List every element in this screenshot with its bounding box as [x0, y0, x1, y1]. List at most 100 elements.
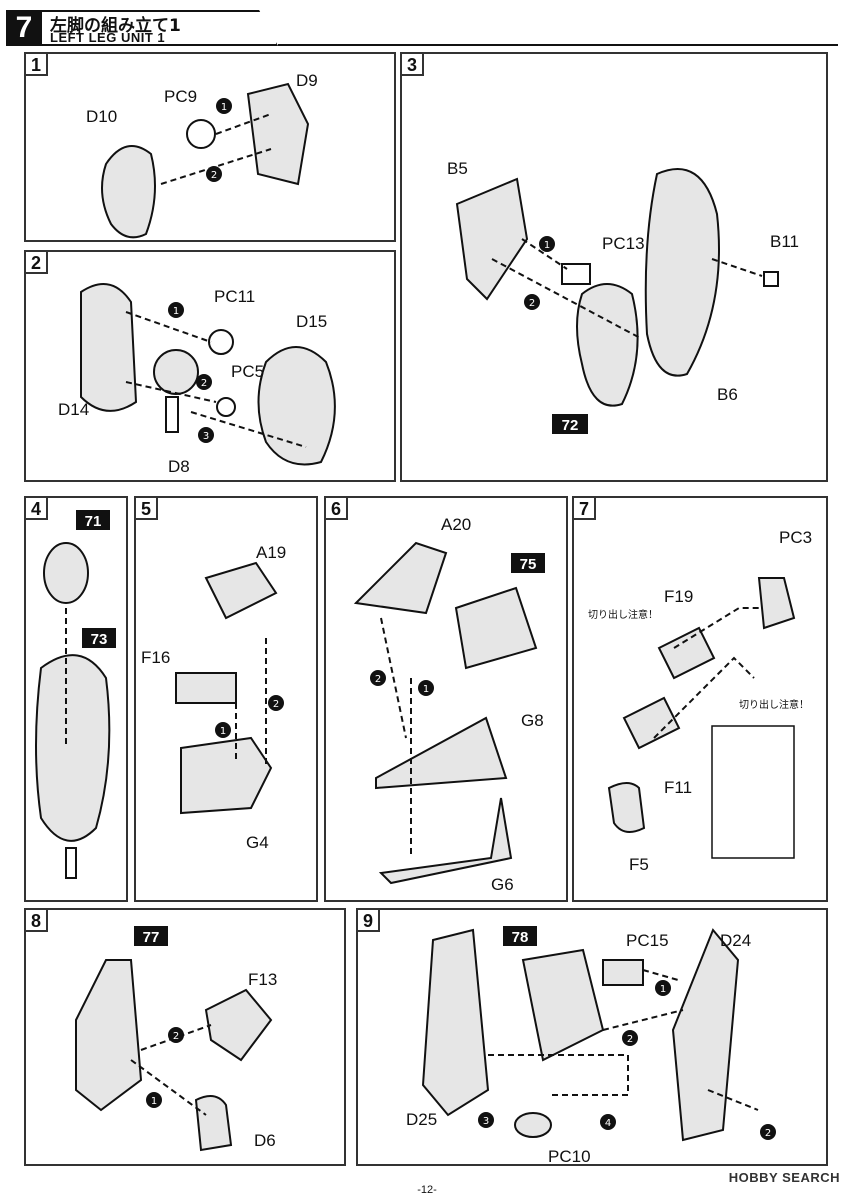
- order-2: 2: [375, 674, 381, 685]
- label-pc15: PC15: [626, 931, 669, 950]
- step-8-diagram: 77 F13 D6 1 2: [75, 926, 277, 1152]
- step-number: 7: [572, 496, 596, 520]
- shin-armor-part: [101, 145, 156, 239]
- order-3: 3: [203, 431, 209, 442]
- ref-73: 73: [91, 631, 108, 648]
- page-number: -12-: [417, 1184, 437, 1196]
- label-pc13: PC13: [602, 234, 645, 253]
- cut-warning-2: 切り出し注意！: [739, 698, 809, 711]
- label-a20: A20: [441, 515, 471, 534]
- label-pc5: PC5: [231, 362, 264, 381]
- label-f19: F19: [664, 587, 693, 606]
- order-1: 1: [221, 102, 227, 113]
- label-d10: D10: [86, 107, 117, 126]
- knee-assembly: [43, 542, 89, 604]
- step-4-panel: 4 71 73: [24, 496, 128, 902]
- order-2: 2: [201, 378, 207, 389]
- label-d6: D6: [254, 1131, 276, 1150]
- piston-part: [607, 782, 646, 833]
- step-number: 9: [356, 908, 380, 932]
- joint-part: [757, 577, 796, 630]
- label-a19: A19: [256, 543, 286, 562]
- joint-block-part: [175, 672, 237, 704]
- ref-75: 75: [520, 556, 537, 573]
- step-4-diagram: 71 73: [35, 510, 116, 879]
- step-3-panel: 3 B5 PC13 B11 B6 72 1 2: [400, 52, 828, 482]
- order-2: 2: [211, 170, 217, 181]
- link-part: [622, 696, 681, 750]
- order-1: 1: [660, 984, 666, 995]
- label-g6: G6: [491, 875, 514, 894]
- order-1: 1: [220, 726, 226, 737]
- pc-joint-part: [186, 119, 216, 149]
- label-pc3: PC3: [779, 528, 812, 547]
- step-1-panel: 1 D10 PC9 D9 1 2: [24, 52, 396, 242]
- label-f5: F5: [629, 855, 649, 874]
- order-1: 1: [151, 1096, 157, 1107]
- step-number: 6: [324, 496, 348, 520]
- label-b5: B5: [447, 159, 468, 178]
- order-2b: 2: [765, 1128, 771, 1139]
- order-2: 2: [529, 298, 535, 309]
- order-4: 4: [605, 1118, 611, 1129]
- outer-shell-part: [644, 168, 720, 377]
- label-f13: F13: [248, 970, 277, 989]
- order-1: 1: [173, 306, 179, 317]
- step-1-diagram: D10 PC9 D9 1 2: [86, 71, 318, 239]
- order-2: 2: [273, 699, 279, 710]
- label-d9: D9: [296, 71, 318, 90]
- step-3-diagram: B5 PC13 B11 B6 72 1 2: [447, 159, 799, 434]
- step-number: 8: [24, 908, 48, 932]
- step-number: 4: [24, 496, 48, 520]
- step-7-diagram: PC3 F19 F11 F5 切り出し注意！ 切り出し注意！: [588, 528, 812, 874]
- pc-part: [602, 959, 644, 986]
- inner-frame-part: [80, 283, 138, 412]
- label-d24: D24: [720, 931, 751, 950]
- label-b6: B6: [717, 385, 738, 404]
- pc-ball-part: [514, 1112, 552, 1138]
- step-9-diagram: 78 PC15 D24 D25 PC10 1 2 2 3 4: [406, 926, 776, 1164]
- frame-part: [180, 736, 273, 815]
- calf-inner-part: [576, 283, 639, 407]
- sole-part: [378, 797, 513, 885]
- toe-cover-part: [353, 541, 448, 615]
- header-rule: [278, 44, 838, 46]
- joint-part: [153, 349, 199, 395]
- section-number: 7: [6, 10, 42, 46]
- step-7-panel: 7 PC3 F19 F11 F5 切り出し注意！ 切り出し注意！: [572, 496, 828, 902]
- label-b11: B11: [770, 232, 799, 251]
- section-title-jp: 左脚の組み立て1: [50, 16, 181, 36]
- section-title-en: LEFT LEG UNIT 1: [50, 30, 166, 45]
- label-d14: D14: [58, 400, 89, 419]
- detail-inset: [711, 725, 795, 859]
- ref-77: 77: [143, 929, 160, 946]
- frame-base-part: [421, 928, 490, 1117]
- knee-part: [246, 82, 310, 186]
- shin-frame-part: [671, 928, 740, 1142]
- order-1: 1: [423, 684, 429, 695]
- step-number: 3: [400, 52, 424, 76]
- order-3: 3: [483, 1116, 489, 1127]
- lower-leg-assembly: [35, 654, 111, 842]
- label-pc9: PC9: [164, 87, 197, 106]
- label-d25: D25: [406, 1110, 437, 1129]
- step-number: 2: [24, 250, 48, 274]
- label-f11: F11: [664, 778, 692, 797]
- linkage-part: [657, 626, 716, 680]
- foot-part: [375, 716, 508, 790]
- cut-warning-1: 切り出し注意！: [588, 608, 658, 621]
- step-number: 5: [134, 496, 158, 520]
- cover-part: [204, 561, 278, 620]
- watermark: HOBBY SEARCH: [728, 1170, 840, 1185]
- label-g8: G8: [521, 711, 544, 730]
- ref-71: 71: [85, 513, 102, 530]
- step-9-panel: 9 78 PC15 D24 D25 PC10 1 2 2 3 4: [356, 908, 828, 1166]
- order-2: 2: [627, 1034, 633, 1045]
- ankle-assembly: [521, 948, 605, 1062]
- section-header: 7 左脚の組み立て1 LEFT LEG UNIT 1: [0, 0, 854, 48]
- step-6-diagram: 75 A20 G8 G6 1 2: [353, 515, 545, 894]
- order-2: 2: [173, 1031, 179, 1042]
- label-f16: F16: [141, 648, 170, 667]
- step-2-panel: 2 PC11 D15 PC5 D14 D8 1 2 3: [24, 250, 396, 482]
- step-5-diagram: A19 F16 G4 1 2: [141, 543, 286, 852]
